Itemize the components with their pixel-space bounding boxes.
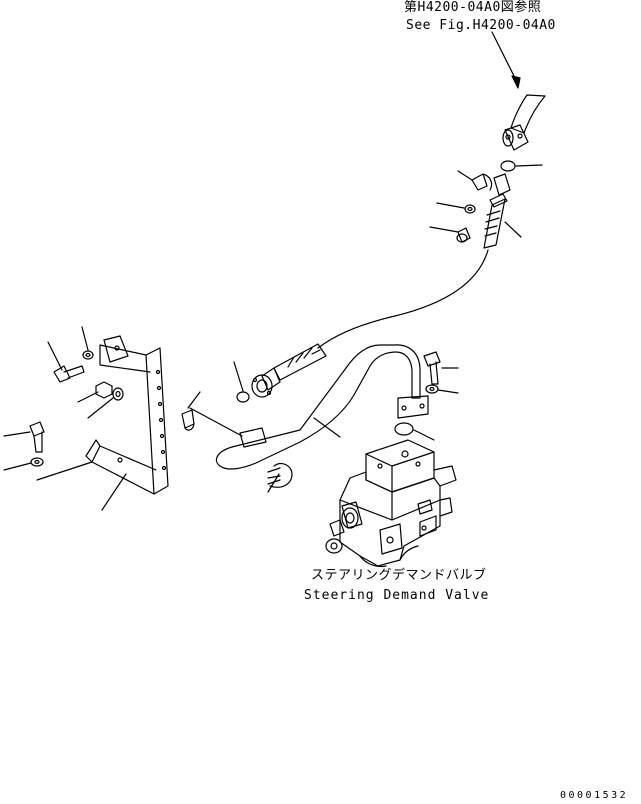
washer-upper [437,203,475,213]
pipe-flange-lower [190,408,266,447]
washer-left-bottom [4,458,43,470]
steering-demand-valve [326,440,456,567]
reference-arrow [492,32,520,88]
bracket-leader [37,462,92,480]
pipe-clamp-end [268,464,292,492]
drawing-code: 00001532 [560,790,629,801]
flexible-hose [318,250,488,348]
bracket [86,336,168,510]
steel-pipe [216,345,420,469]
pipe-flange-upper [398,396,428,418]
bolt-right [424,352,458,384]
o-ring-valve [395,423,434,440]
hose-lower-fitting [252,344,326,397]
bolt-upper [430,227,470,242]
nut-left [78,382,112,402]
valve-label-english: Steering Demand Valve [304,588,490,603]
washer-left-top [82,327,93,359]
washer-right [426,385,458,393]
valve-label-japanese: ステアリングデマンドバルブ [311,568,487,583]
washer-left-mid [88,388,123,418]
clamp-upper [458,171,492,190]
reference-label-english: See Fig.H4200-04A0 [406,18,556,33]
reference-label-japanese: 第H4200-04A0図参照 [404,0,542,15]
upper-pipe-elbow [503,95,545,150]
hose-upper-fitting [484,174,521,248]
o-ring-upper [501,161,542,171]
clip [182,392,200,430]
bolt-left-top [48,342,84,382]
spacer [0,0,1,1]
bolt-left-bottom [4,422,44,452]
o-ring-mid [234,362,249,402]
